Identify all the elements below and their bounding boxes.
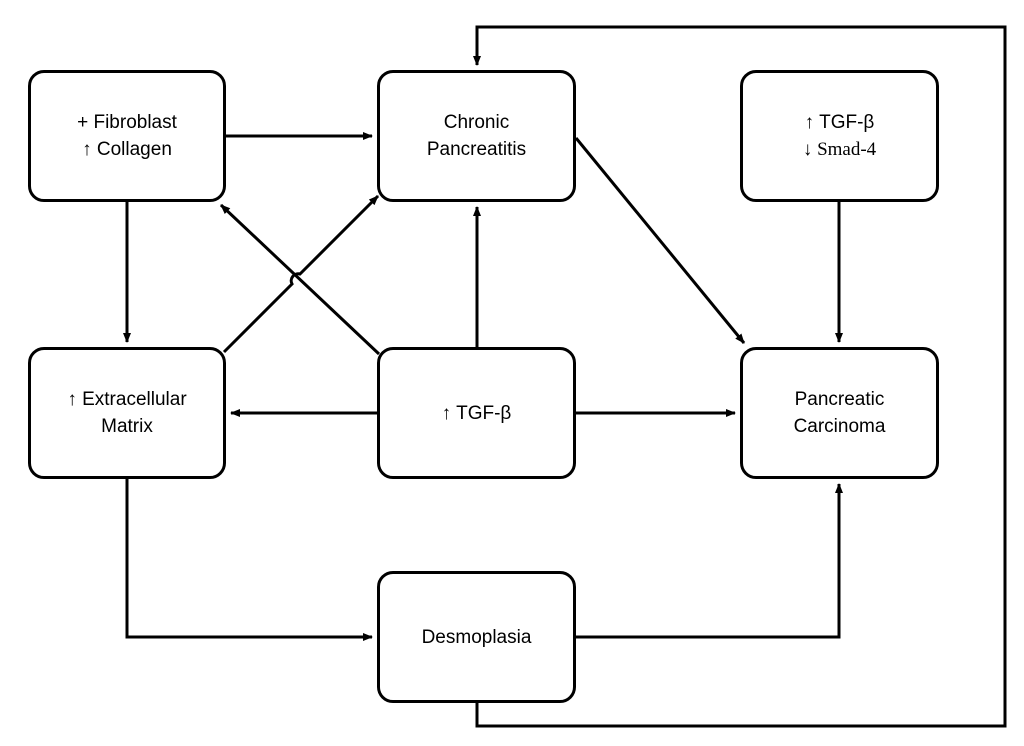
node-tgf-beta: ↑ TGF-β [377, 347, 576, 479]
node-label-line1: Desmoplasia [421, 626, 532, 648]
edge-chronic-to-carcinoma [574, 137, 746, 344]
edge-ecm-to-chronic [222, 194, 380, 354]
edge-desmoplasia-to-chronic-loop [473, 25, 1007, 728]
node-extracellular-matrix: ↑ Extracellular Matrix [28, 347, 226, 479]
node-label-line1: Pancreatic [794, 389, 885, 410]
node-tgf-beta-smad4: ↑ TGF-β ↓ Smad-4 [740, 70, 939, 202]
edge-desmoplasia-to-carcinoma [576, 483, 843, 639]
edge-tgf-to-fibroblast [219, 203, 381, 356]
node-chronic-pancreatitis: Chronic Pancreatitis [377, 70, 576, 202]
node-label-line1: ↑ TGF-β [804, 112, 875, 133]
node-label-line2: Matrix [101, 416, 153, 437]
edge-ecm-to-desmoplasia [125, 479, 373, 641]
node-label-line1: Chronic [443, 112, 510, 133]
node-desmoplasia: Desmoplasia [377, 571, 576, 703]
node-fibroblast-collagen: + Fibroblast ↑ Collagen [28, 70, 226, 202]
node-label-line1: + Fibroblast [77, 112, 177, 133]
node-label-line2: ↓ Smad-4 [802, 139, 877, 160]
node-label-line1: ↑ Extracellular [67, 389, 187, 410]
node-label-line2: Carcinoma [793, 416, 886, 437]
node-label-line2: Pancreatitis [426, 139, 527, 160]
node-pancreatic-carcinoma: Pancreatic Carcinoma [740, 347, 939, 479]
node-label-line2: ↑ Collagen [82, 139, 172, 160]
node-label-line1: ↑ TGF-β [441, 402, 512, 424]
